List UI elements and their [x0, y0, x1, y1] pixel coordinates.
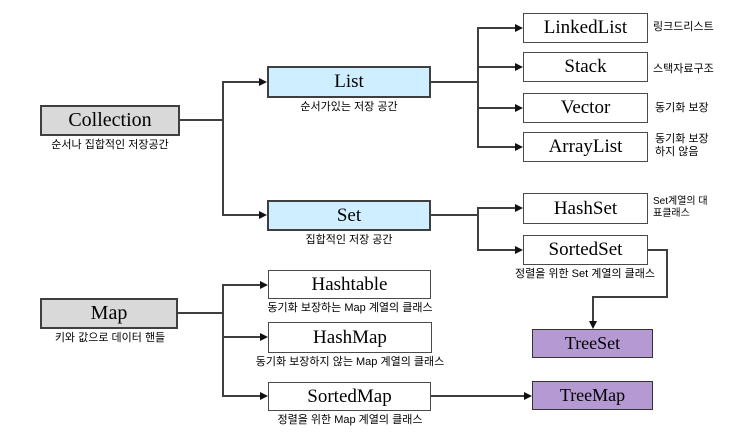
node-hashmap: HashMap: [268, 322, 432, 353]
hashset-note-line2: 표클래스: [653, 208, 690, 219]
arraylist-note: 동기화 보장 하지 않음: [655, 133, 709, 159]
node-list-label: List: [334, 71, 364, 92]
arrowhead-to-sortedset: [515, 246, 523, 254]
connector-set-branch: [477, 207, 479, 251]
node-treemap-label: TreeMap: [559, 385, 626, 405]
node-stack: Stack: [523, 52, 648, 82]
linkedlist-note: 링크드리스트: [653, 21, 714, 33]
connector-map-to-sortedmap: [222, 395, 260, 397]
arraylist-note-line1: 동기화 보장: [655, 133, 709, 145]
list-caption: 순서가있는 저장 공간: [300, 101, 398, 113]
connector-map-to-hashmap: [222, 336, 260, 338]
node-hashset: HashSet: [523, 193, 648, 224]
connector-map-stem: [178, 312, 223, 314]
node-sortedset: SortedSet: [523, 235, 648, 265]
collection-caption: 순서나 집합적인 저장공간: [51, 139, 169, 151]
connector-list-to-arraylist: [477, 146, 517, 148]
node-vector-label: Vector: [560, 97, 611, 118]
node-treeset-label: TreeSet: [564, 333, 621, 353]
connector-collection-to-list: [222, 81, 262, 83]
node-stack-label: Stack: [564, 56, 607, 77]
connector-list-to-linkedlist: [477, 27, 517, 29]
arraylist-note-line2: 하지 않음: [655, 146, 699, 158]
node-map-label: Map: [90, 302, 128, 324]
arrowhead-to-arraylist: [515, 143, 523, 151]
hashtable-caption: 동기화 보장하는 Map 계열의 클래스: [267, 302, 433, 314]
arrowhead-to-vector: [515, 104, 523, 112]
arrowhead-to-treemap: [524, 392, 532, 400]
hashset-note: Set계열의 대 표클래스: [653, 196, 708, 220]
node-linkedlist: LinkedList: [523, 13, 648, 43]
arrowhead-to-linkedlist: [515, 24, 523, 32]
arrowhead-to-sortedmap: [260, 392, 268, 400]
node-linkedlist-label: LinkedList: [543, 17, 628, 38]
node-collection-label: Collection: [68, 109, 152, 131]
node-set-label: Set: [336, 204, 362, 226]
connector-collection-branch: [222, 81, 224, 216]
node-sortedmap-label: SortedMap: [307, 385, 392, 407]
map-caption: 키와 값으로 데이터 핸들: [54, 332, 166, 344]
arrowhead-to-set: [259, 211, 267, 219]
connector-map-to-hashtable: [222, 284, 260, 286]
node-hashtable-label: Hashtable: [311, 273, 388, 295]
node-hashmap-label: HashMap: [313, 326, 387, 348]
connector-set-stem: [431, 214, 478, 216]
connector-list-to-stack: [477, 66, 517, 68]
node-map: Map: [40, 298, 178, 329]
node-treeset: TreeSet: [532, 329, 653, 358]
stack-note: 스택자료구조: [653, 63, 714, 75]
node-collection: Collection: [40, 105, 180, 136]
sortedset-caption: 정렬을 위한 Set 계열의 클래스: [514, 268, 656, 280]
vector-note: 동기화 보장: [655, 102, 709, 114]
node-sortedset-label: SortedSet: [548, 239, 623, 260]
node-arraylist-label: ArrayList: [548, 136, 623, 157]
connector-set-to-hashset: [477, 207, 517, 209]
connector-map-branch: [222, 284, 224, 397]
node-treemap: TreeMap: [532, 381, 653, 410]
connector-sortedset-out-h1: [648, 249, 668, 251]
connector-sortedset-out-v1: [666, 249, 668, 298]
connector-list-branch: [477, 27, 479, 148]
node-list: List: [267, 66, 431, 98]
node-hashset-label: HashSet: [553, 197, 618, 219]
connector-list-to-vector: [477, 107, 517, 109]
connector-collection-stem: [180, 119, 223, 121]
set-caption: 집합적인 저장 공간: [305, 234, 393, 246]
node-set: Set: [267, 200, 431, 231]
node-arraylist: ArrayList: [523, 132, 648, 162]
arrowhead-to-treeset: [589, 321, 597, 329]
connector-sortedset-out-h2: [592, 296, 668, 298]
sortedmap-caption: 정렬을 위한 Map 계열의 클래스: [277, 414, 423, 426]
arrowhead-to-hashtable: [260, 281, 268, 289]
node-vector: Vector: [523, 93, 648, 123]
hashset-note-line1: Set계열의 대: [653, 196, 708, 207]
node-sortedmap: SortedMap: [268, 382, 431, 411]
arrowhead-to-stack: [515, 63, 523, 71]
connector-set-to-sortedset: [477, 249, 517, 251]
connector-list-stem: [431, 81, 478, 83]
arrowhead-to-hashset: [515, 204, 523, 212]
connector-sortedmap-to-treemap: [431, 395, 525, 397]
connector-collection-to-set: [222, 214, 262, 216]
arrowhead-to-hashmap: [260, 333, 268, 341]
hashmap-caption: 동기화 보장하지 않는 Map 계열의 클래스: [255, 356, 445, 368]
node-hashtable: Hashtable: [268, 270, 431, 299]
arrowhead-to-list: [259, 78, 267, 86]
connector-sortedset-out-v2: [592, 296, 594, 322]
